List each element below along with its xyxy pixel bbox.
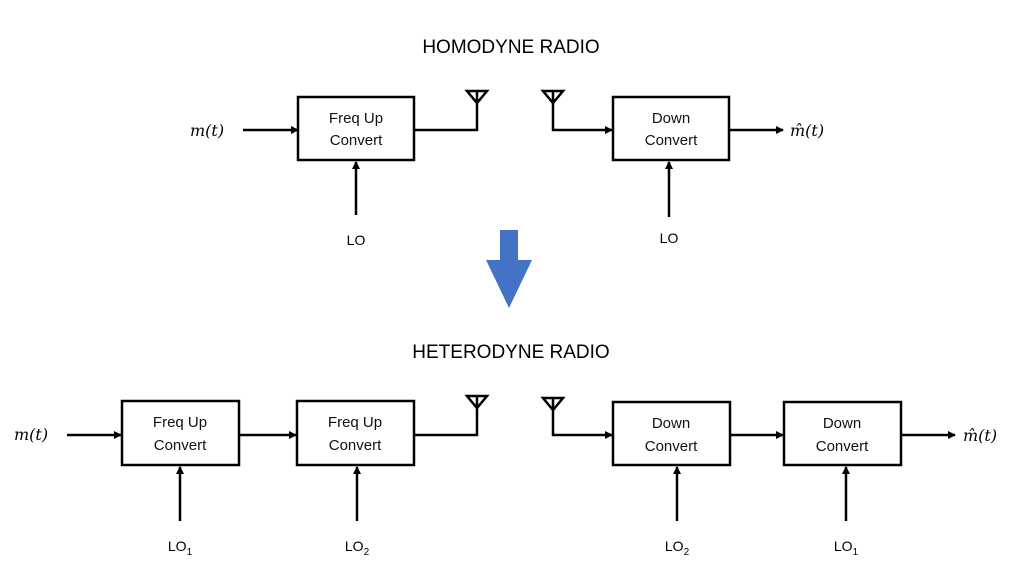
heterodyne-output-signal: m̂(t): [963, 426, 997, 445]
heterodyne-tx-box-1: [120, 399, 241, 467]
antenna-icon: [540, 89, 566, 105]
homodyne-rx-block: Down Convert: [611, 95, 731, 162]
heterodyne-tx1-lo-label: LO1: [168, 538, 193, 558]
homodyne-title: HOMODYNE RADIO: [422, 37, 599, 58]
heterodyne-rx1-lo-label: LO2: [665, 538, 690, 558]
homodyne-rx-antenna-feed: [551, 103, 613, 134]
homodyne-tx-block: Freq Up Convert: [296, 95, 416, 162]
heterodyne-rx2-label-line1: Down: [823, 415, 861, 432]
heterodyne-tx2-label-line2: Convert: [329, 437, 382, 454]
heterodyne-tx2-label-line1: Freq Up: [328, 414, 382, 431]
heterodyne-tx-block-1: Freq Up Convert: [120, 399, 241, 467]
heterodyne-rx-block-1: Down Convert: [611, 400, 732, 467]
homodyne-tx-box: [296, 95, 416, 162]
heterodyne-rx-box-2: [782, 400, 903, 467]
heterodyne-tx-box-2: [295, 399, 416, 467]
antenna-icon: [540, 396, 566, 412]
homodyne-output-signal: m̂(t): [790, 121, 824, 140]
homodyne-tx-antenna-feed: [414, 103, 479, 132]
heterodyne-rx2-label-line2: Convert: [816, 438, 869, 455]
homodyne-rx-label-line2: Convert: [645, 132, 698, 149]
antenna-icon: [464, 394, 490, 410]
heterodyne-tx1-label-line1: Freq Up: [153, 414, 207, 431]
heterodyne-rx-block-2: Down Convert: [782, 400, 903, 467]
down-arrow-icon: [486, 230, 532, 308]
homodyne-input-signal: m(t): [190, 121, 224, 140]
heterodyne-title: HETERODYNE RADIO: [412, 342, 609, 363]
heterodyne-rx1-label-line2: Convert: [645, 438, 698, 455]
homodyne-tx-label-line2: Convert: [330, 132, 383, 149]
heterodyne-tx-antenna-feed: [414, 408, 479, 437]
heterodyne-rx-box-1: [611, 400, 732, 467]
heterodyne-rx1-label-line1: Down: [652, 415, 690, 432]
homodyne-rx-lo-label: LO: [660, 230, 679, 246]
heterodyne-rx2-lo-label: LO1: [834, 538, 859, 558]
homodyne-tx-lo-label: LO: [347, 232, 366, 248]
heterodyne-input-signal: m(t): [14, 425, 48, 444]
homodyne-rx-label-line1: Down: [652, 110, 690, 127]
heterodyne-tx1-label-line2: Convert: [154, 437, 207, 454]
heterodyne-rx-antenna-feed: [551, 410, 613, 439]
homodyne-rx-box: [611, 95, 731, 162]
heterodyne-tx2-lo-label: LO2: [345, 538, 370, 558]
homodyne-tx-label-line1: Freq Up: [329, 110, 383, 127]
heterodyne-tx-block-2: Freq Up Convert: [295, 399, 416, 467]
antenna-icon: [464, 89, 490, 105]
